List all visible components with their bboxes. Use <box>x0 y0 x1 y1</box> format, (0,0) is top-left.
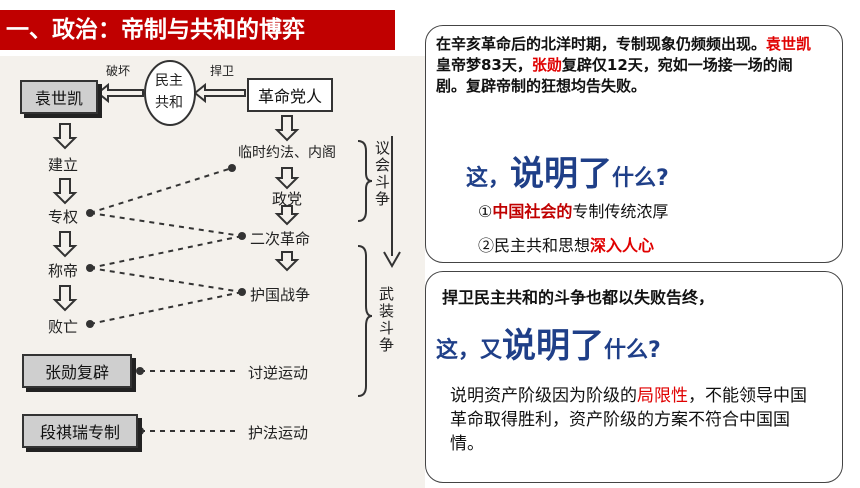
label-second-rev: 二次革命 <box>250 230 311 248</box>
section-title: 一、政治：帝制与共和的博弈 <box>0 10 395 50</box>
arrow-down-icon <box>274 205 300 226</box>
label-defend: 捍卫 <box>210 64 235 78</box>
label-parliament: 议会斗争 <box>373 140 391 208</box>
history-diagram: 袁世凯 破坏 民主 共和 捍卫 革命党人 建立 专权 称帝 败亡 临时约法、内阁… <box>0 56 425 488</box>
label-autocracy: 专权 <box>48 208 79 226</box>
panel2-answer: 说明资产阶级因为阶级的局限性，不能领导中国革命取得胜利，资产阶级的方案不符合中国… <box>450 386 807 454</box>
arrow-down-icon <box>274 251 300 272</box>
arrow-down-icon <box>52 123 78 150</box>
panel1-answer-1: ①中国社会的专制传统浓厚 <box>478 202 669 221</box>
arrow-down-icon <box>274 167 300 190</box>
label-emperor: 称帝 <box>48 262 79 280</box>
panel1-answer-2: ②民主共和思想深入人心 <box>478 236 655 255</box>
label-armed: 武装斗争 <box>377 286 395 354</box>
label-republic-1: 民主 <box>155 73 183 89</box>
arrow-down-icon <box>274 115 300 142</box>
question-panel-1: 在辛亥革命后的北洋时期，专制现象仍频频出现。袁世凯皇帝梦83天，张勋复辟仅12天… <box>425 25 843 263</box>
label-protect-law: 护法运动 <box>248 424 309 442</box>
label-anti-rebel: 讨逆运动 <box>248 364 309 382</box>
label-protect-war: 护国战争 <box>250 286 311 304</box>
node-revolutionaries: 革命党人 <box>247 78 333 112</box>
label-defeat: 败亡 <box>48 318 79 336</box>
panel2-question: 这，又说明了什么? <box>436 326 661 366</box>
label-party: 政党 <box>272 190 303 208</box>
panel1-question: 这，说明了什么? <box>466 154 669 194</box>
node-duan: 段祺瑞专制 <box>22 414 138 448</box>
label-establish: 建立 <box>48 156 79 174</box>
node-zhangxun: 张勋复辟 <box>22 354 132 388</box>
label-destroy: 破坏 <box>106 64 131 78</box>
panel2-text: 捍卫民主共和的斗争也都以失败告终， <box>442 288 715 307</box>
arrow-down-icon <box>52 178 78 205</box>
panel1-text: 在辛亥革命后的北洋时期，专制现象仍频频出现。袁世凯皇帝梦83天，张勋复辟仅12天… <box>436 35 812 95</box>
question-panel-2: 捍卫民主共和的斗争也都以失败告终， 这，又说明了什么? 说明资产阶级因为阶级的局… <box>425 271 843 483</box>
node-yuan: 袁世凯 <box>20 80 98 114</box>
arrow-left-icon <box>193 82 246 104</box>
arrow-left-icon <box>96 82 144 104</box>
arrow-down-icon <box>52 285 78 312</box>
label-republic-2: 共和 <box>155 95 183 111</box>
arrow-down-icon <box>52 231 78 258</box>
diagram-lines <box>52 60 401 435</box>
label-constitution: 临时约法、内阁 <box>238 145 336 161</box>
